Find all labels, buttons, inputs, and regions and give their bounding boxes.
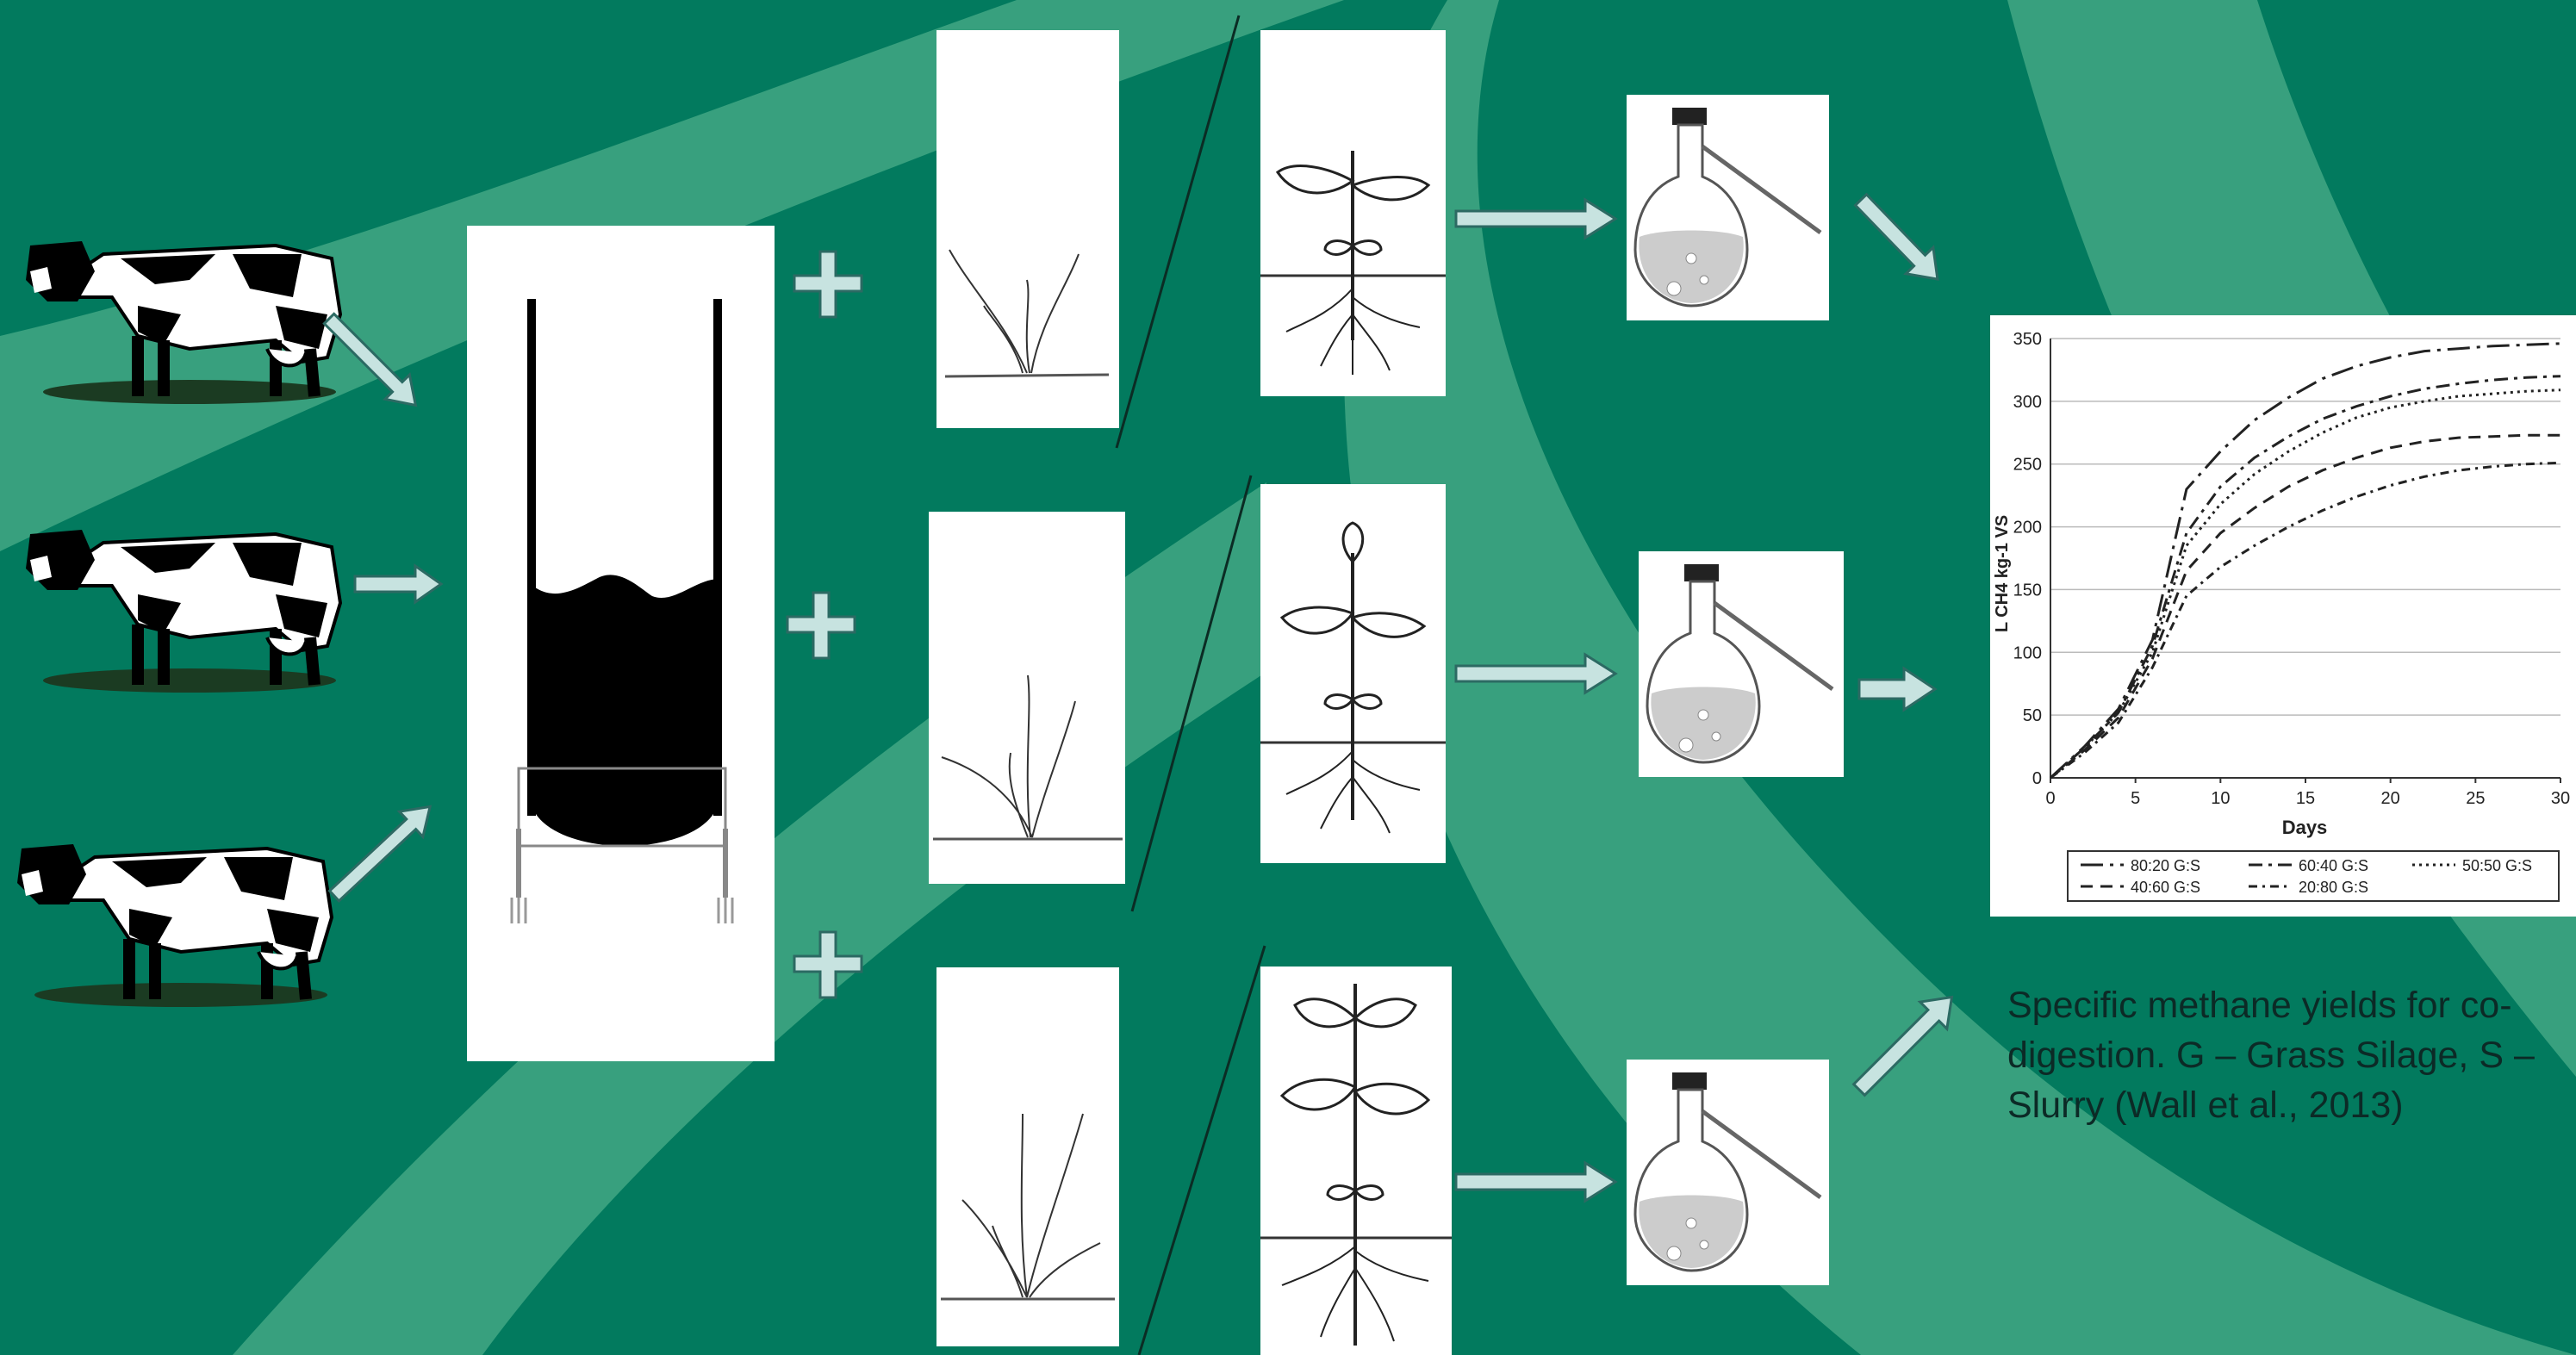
flask-card <box>1627 95 1829 320</box>
plant-with-roots-card <box>1260 30 1446 396</box>
plant-with-roots-icon <box>1260 967 1452 1355</box>
plant-with-roots-icon <box>1260 30 1446 396</box>
y-tick-label: 200 <box>2013 519 2042 538</box>
cow-icon <box>17 508 353 698</box>
x-tick-label: 0 <box>2045 789 2055 808</box>
grass-seedling-card <box>929 512 1125 884</box>
grass-seedling-card <box>936 967 1119 1346</box>
legend-label: 50:50 G:S <box>2462 857 2532 874</box>
cow-icon <box>17 220 353 409</box>
grass-seedling-card <box>936 30 1119 428</box>
x-tick-label: 20 <box>2381 789 2400 808</box>
y-axis-label: L CH4 kg-1 VS <box>1993 515 2012 632</box>
series-line <box>2050 344 2560 778</box>
series-line <box>2050 390 2560 778</box>
legend-label: 80:20 G:S <box>2131 857 2200 874</box>
grass-seedling-icon <box>936 967 1119 1346</box>
digester-tank-icon <box>467 226 775 1061</box>
x-tick-label: 15 <box>2296 789 2315 808</box>
cow-icon <box>9 823 345 1012</box>
legend-label: 60:40 G:S <box>2299 857 2368 874</box>
grass-seedling-icon <box>936 30 1119 428</box>
plant-with-roots-card <box>1260 484 1446 863</box>
plant-with-roots-icon <box>1260 484 1446 863</box>
x-tick-label: 30 <box>2551 789 2570 808</box>
legend-label: 40:60 G:S <box>2131 879 2200 896</box>
y-tick-label: 100 <box>2013 643 2042 662</box>
series-line <box>2050 463 2560 778</box>
y-tick-label: 250 <box>2013 456 2042 475</box>
series-lines <box>2050 344 2560 778</box>
chart-grid <box>2050 339 2560 783</box>
plant-with-roots-card <box>1260 967 1452 1355</box>
series-line <box>2050 376 2560 778</box>
x-tick-labels: 0 5 10 15 20 25 30 <box>2045 789 2570 808</box>
y-tick-label: 350 <box>2013 330 2042 349</box>
y-tick-label: 50 <box>2023 706 2042 725</box>
x-axis-label: Days <box>2282 817 2328 838</box>
flask-icon <box>1627 95 1829 320</box>
y-tick-label: 0 <box>2032 769 2042 788</box>
figure-caption: Specific methane yields for co-digestion… <box>2007 980 2576 1130</box>
y-tick-labels: 0 50 100 150 200 250 300 350 <box>2013 330 2042 788</box>
legend-label: 20:80 G:S <box>2299 879 2368 896</box>
y-tick-label: 300 <box>2013 393 2042 412</box>
flask-card <box>1627 1060 1829 1285</box>
x-tick-label: 25 <box>2466 789 2485 808</box>
x-tick-label: 5 <box>2131 789 2140 808</box>
series-line <box>2050 435 2560 778</box>
x-tick-label: 10 <box>2211 789 2230 808</box>
flask-icon <box>1627 1060 1829 1285</box>
grass-seedling-icon <box>929 512 1125 884</box>
digester-card <box>467 226 775 1061</box>
y-tick-label: 150 <box>2013 581 2042 600</box>
flask-card <box>1639 551 1844 777</box>
flask-icon <box>1639 551 1844 777</box>
